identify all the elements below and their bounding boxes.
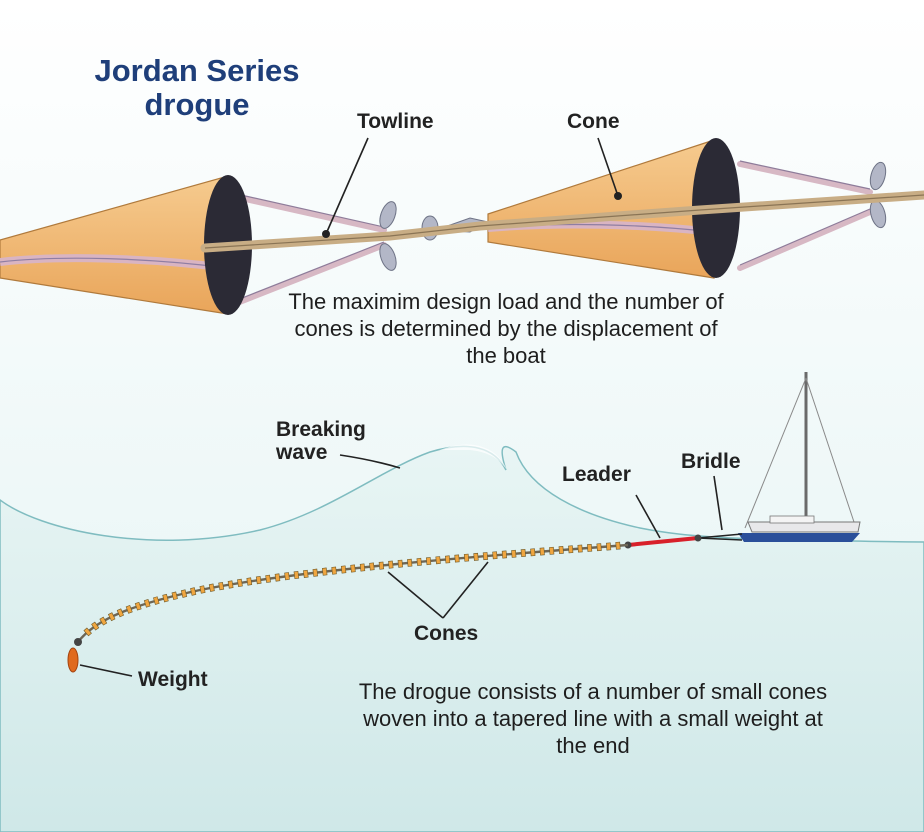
- small-cone: [116, 608, 124, 618]
- small-cone: [331, 566, 337, 575]
- swivel-2: [869, 161, 887, 229]
- cones-pointer: [387, 561, 489, 619]
- small-cone: [425, 557, 432, 566]
- small-cone: [265, 574, 271, 583]
- small-cone: [274, 573, 281, 582]
- bridle-pointer: [713, 475, 723, 531]
- small-cone: [237, 578, 243, 588]
- small-cone: [255, 576, 262, 585]
- cone-pointer: [597, 137, 619, 197]
- small-cone: [190, 587, 197, 596]
- bridle-label: Bridle: [681, 450, 741, 473]
- small-cone: [549, 546, 555, 555]
- small-cone: [539, 547, 545, 556]
- small-cone: [162, 593, 169, 603]
- small-cone: [397, 559, 403, 568]
- wave-crest: [440, 444, 507, 470]
- small-cone: [284, 572, 290, 581]
- small-cone: [91, 621, 100, 631]
- small-cone: [492, 551, 498, 560]
- small-cone: [378, 561, 385, 570]
- weight-pointer: [79, 664, 133, 677]
- breaking-wave-label: Breaking wave: [276, 418, 366, 464]
- small-cone: [293, 570, 300, 580]
- leader-line: [627, 536, 699, 547]
- weight-label: Weight: [138, 668, 208, 691]
- small-cone: [482, 552, 489, 561]
- small-cones: [83, 541, 621, 637]
- boat-hull: [738, 533, 860, 542]
- small-cone: [99, 616, 108, 626]
- small-cone: [125, 605, 133, 614]
- small-cone: [218, 581, 225, 591]
- small-cone: [558, 546, 564, 554]
- small-cone: [416, 557, 422, 566]
- bottom-caption: The drogue consists of a number of small…: [358, 679, 828, 758]
- small-cone: [359, 563, 366, 572]
- small-cone: [208, 583, 215, 592]
- small-cone: [83, 627, 92, 637]
- small-cone: [596, 543, 602, 552]
- small-cone: [227, 580, 234, 589]
- small-cone: [444, 555, 451, 564]
- small-cone: [171, 591, 178, 601]
- towline-label: Towline: [357, 110, 434, 133]
- towline-pointer: [325, 137, 369, 235]
- small-cone: [153, 596, 160, 605]
- cone-1-bridle: [229, 193, 387, 308]
- small-cone: [407, 558, 413, 567]
- cones-label: Cones: [414, 622, 479, 645]
- small-cone: [388, 560, 394, 569]
- small-cone: [107, 612, 116, 622]
- top-caption: The maximim design load and the number o…: [288, 289, 724, 368]
- small-cone: [199, 585, 206, 594]
- small-cone: [369, 562, 375, 571]
- small-cone: [134, 601, 142, 611]
- small-cone: [454, 554, 460, 563]
- leader-pointer: [635, 494, 661, 539]
- small-cone: [180, 589, 188, 598]
- small-cone: [312, 568, 319, 577]
- small-cone: [340, 565, 347, 574]
- small-cone: [463, 553, 470, 562]
- small-cone: [511, 549, 517, 558]
- small-cone: [520, 549, 526, 557]
- page-title: Jordan Series drogue: [94, 53, 300, 122]
- cone-2: [487, 139, 715, 279]
- small-cone: [303, 569, 309, 578]
- small-cone: [577, 544, 583, 553]
- small-cone: [530, 548, 536, 557]
- leader-label: Leader: [562, 463, 631, 486]
- small-cone: [246, 577, 253, 586]
- small-cone: [587, 543, 593, 552]
- cone-2-bridle: [737, 161, 873, 271]
- cone-label: Cone: [567, 110, 620, 133]
- small-cone: [473, 552, 479, 561]
- sea-surface: [0, 445, 924, 832]
- small-cone: [615, 541, 621, 550]
- small-cone: [350, 564, 356, 573]
- small-cone: [501, 550, 508, 559]
- weight: [67, 647, 79, 673]
- breaking-wave-pointer: [339, 454, 401, 469]
- bridle-line: [697, 533, 743, 541]
- small-cone: [568, 545, 574, 554]
- small-cone: [321, 567, 328, 576]
- sailboat: [738, 372, 861, 542]
- small-cone: [606, 542, 612, 551]
- small-cone: [435, 556, 441, 565]
- small-cone: [143, 598, 151, 608]
